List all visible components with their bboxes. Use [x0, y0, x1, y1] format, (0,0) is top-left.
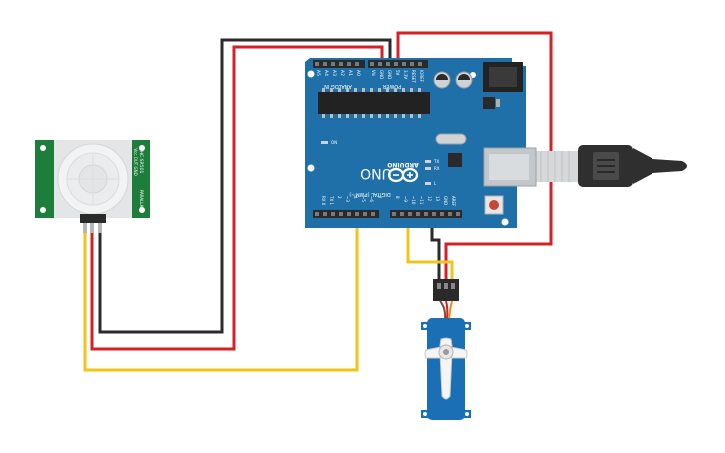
- analog-header-label: ANALOG IN: [324, 83, 352, 89]
- wire-pir-gnd[interactable]: [98, 38, 392, 334]
- svg-text:GND: GND: [379, 70, 384, 79]
- mounting-hole: [139, 145, 145, 151]
- led-on-label: ON: [331, 140, 337, 145]
- svg-text:A4: A4: [323, 70, 329, 76]
- servo-motor[interactable]: [421, 279, 471, 420]
- svg-text:2: 2: [337, 196, 342, 199]
- pir-connector: [80, 214, 106, 223]
- wire-pir-out[interactable]: [83, 212, 359, 372]
- svg-text:8: 8: [395, 196, 400, 199]
- digital-header-low: [313, 210, 379, 218]
- led-rx-label: RX: [434, 166, 440, 171]
- usb-chip: [448, 153, 462, 167]
- svg-text:GND: GND: [443, 196, 448, 205]
- svg-text:A3: A3: [331, 70, 337, 76]
- led-l-label: L: [434, 181, 437, 186]
- svg-text:5V: 5V: [395, 70, 400, 76]
- wire-pir-vcc[interactable]: [90, 45, 384, 351]
- mounting-hole: [139, 207, 145, 213]
- pir-pins[interactable]: [83, 223, 102, 233]
- svg-text:~6: ~6: [369, 196, 374, 202]
- usb-cable: [534, 145, 687, 187]
- svg-text:IOREF: IOREF: [419, 70, 424, 83]
- wire-servo-5v[interactable]: [396, 31, 553, 283]
- svg-text:~10: ~10: [411, 196, 416, 205]
- analog-pin-labels: A0 A1 A2 A3 A4 A5: [315, 70, 361, 76]
- digital-pin-labels: AREF GND 13 12 ~11 ~10 ~9 8 7 ~6 ~5 4 ~3…: [321, 195, 456, 207]
- atmega-chip: [318, 92, 430, 114]
- pir-sensor[interactable]: HC-SR501 Vcc OUT GND PARALLAX: [35, 140, 150, 233]
- crystal-oscillator: [435, 133, 467, 145]
- mounting-hole: [501, 218, 509, 226]
- wire-servo-signal[interactable]: [406, 212, 454, 283]
- svg-text:Vin: Vin: [371, 70, 376, 77]
- arduino-uno-board[interactable]: POWER ANALOG IN A0 A1 A2 A3 A4 A5 IOREF …: [305, 58, 537, 228]
- mounting-hole: [307, 164, 315, 172]
- led-on: [321, 141, 328, 144]
- svg-text:~3: ~3: [345, 196, 350, 202]
- pir-label-model: HC-SR501: [138, 151, 144, 174]
- svg-text:GND: GND: [387, 70, 392, 79]
- servo-horn[interactable]: [424, 337, 468, 400]
- pir-label-pins: Vcc OUT GND: [133, 148, 138, 175]
- svg-text:7: 7: [377, 196, 382, 199]
- svg-text:A1: A1: [347, 70, 353, 76]
- pir-label-brand: PARALLAX: [139, 190, 144, 211]
- svg-text:12: 12: [427, 196, 432, 202]
- svg-text:~5: ~5: [361, 196, 366, 202]
- mounting-hole: [40, 145, 46, 151]
- svg-text:A0: A0: [355, 70, 361, 76]
- svg-text:RX 0: RX 0: [321, 196, 326, 206]
- svg-text:TX 1: TX 1: [329, 195, 334, 205]
- svg-text:3.3V: 3.3V: [403, 70, 408, 79]
- svg-text:AREF: AREF: [451, 196, 456, 207]
- digital-header-label: DIGITAL (PWM~): [349, 191, 391, 197]
- servo-lead-wires: [439, 300, 453, 321]
- led-l: [425, 182, 431, 185]
- svg-text:~9: ~9: [403, 196, 408, 202]
- led-rx: [425, 167, 431, 170]
- svg-text:4: 4: [353, 196, 358, 199]
- svg-text:A5: A5: [315, 70, 321, 76]
- led-tx: [425, 160, 431, 163]
- power-header-label: POWER: [382, 83, 401, 89]
- mounting-hole: [307, 70, 315, 78]
- arduino-logo: [387, 167, 419, 183]
- svg-text:13: 13: [435, 196, 440, 202]
- mounting-hole: [40, 207, 46, 213]
- svg-text:RESET: RESET: [411, 70, 416, 83]
- svg-text:~11: ~11: [419, 196, 424, 205]
- model-label: UNO: [360, 165, 392, 181]
- voltage-regulator: [483, 97, 495, 109]
- svg-text:A2: A2: [339, 70, 345, 76]
- power-pin-labels: IOREF RESET 3.3V 5V GND GND Vin: [371, 70, 424, 83]
- servo-connector: [433, 279, 459, 301]
- brand-label: ARDUINO: [387, 161, 418, 168]
- led-tx-label: TX: [433, 159, 439, 164]
- reset-button[interactable]: [484, 195, 504, 215]
